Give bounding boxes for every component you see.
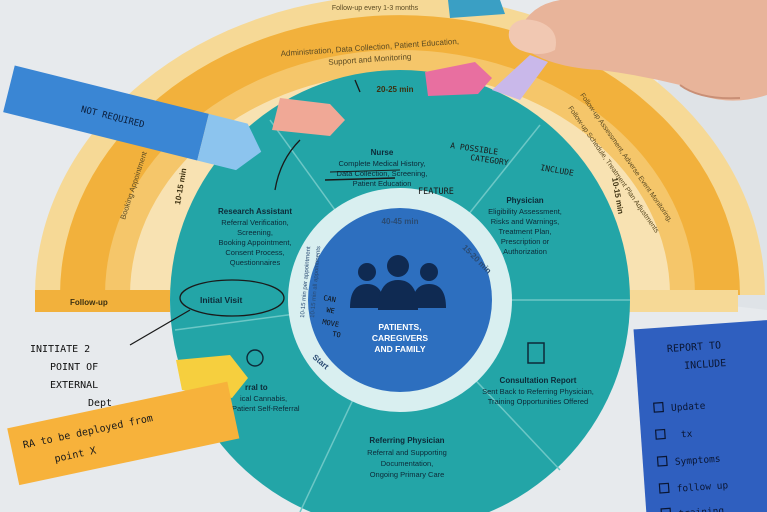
initial-visit-circle <box>179 279 285 317</box>
yellow-flag-sticky <box>176 355 248 398</box>
research-line-2: Screening, <box>237 228 273 237</box>
center-note-3: MOVE <box>322 318 340 329</box>
segment-nurse: Nurse Complete Medical History, Data Col… <box>337 148 428 188</box>
checkbox-3 <box>656 455 668 467</box>
pink-flag-sticky <box>425 62 492 96</box>
hand-skin <box>519 0 767 101</box>
blue-note-title-2: INCLUDE <box>684 358 727 372</box>
checkbox-5 <box>660 507 672 512</box>
referral-line-2: Patient Self-Referral <box>232 404 300 413</box>
checkbox-4 <box>658 482 670 494</box>
blue-note-item-5: training <box>678 506 724 512</box>
initial-visit-label: Initial Visit <box>200 295 243 305</box>
blue-note-item-1: Update <box>671 401 706 414</box>
follow-up-label: Follow-up <box>70 298 108 307</box>
consultation-title: Consultation Report <box>500 376 577 385</box>
document-icon <box>527 342 545 364</box>
segment-referral: rral to ical Cannabis, Patient Self-Refe… <box>232 349 300 413</box>
finger-crease <box>679 84 741 100</box>
physician-line-2: Risks and Warnings, <box>491 217 560 226</box>
hand-photo <box>508 0 767 101</box>
strike-patient-education <box>324 177 396 181</box>
people-icon <box>350 255 446 310</box>
referral-line-1: ical Cannabis, <box>240 394 287 403</box>
referring-line-1: Referral and Supporting <box>367 448 447 457</box>
strike-data-collection <box>329 169 401 173</box>
center-line-3: AND FAMILY <box>374 344 425 354</box>
segment-consultation: Consultation Report Sent Back to Referri… <box>482 342 594 406</box>
blue-note-item-2: tx <box>681 429 693 441</box>
hand-arrow-nurse <box>274 139 301 191</box>
blue-flag-body <box>3 65 209 161</box>
segment-physician: Physician Eligibility Assessment, Risks … <box>488 196 562 256</box>
blue-note-body <box>633 319 767 512</box>
salmon-flag-sticky <box>272 98 345 136</box>
center-note-2: WE <box>326 306 336 315</box>
left-note-line-3: EXTERNAL <box>50 380 98 391</box>
research-line-4: Consent Process, <box>225 248 284 257</box>
nurse-line-2: Data Collection, Screening, <box>337 169 428 178</box>
lavender-flag-sticky <box>492 55 548 100</box>
hand-arrow-left <box>129 309 191 346</box>
center-note-4: TO <box>332 330 342 339</box>
research-line-5: Questionnaires <box>230 258 281 267</box>
center-line-2: CAREGIVERS <box>372 333 429 343</box>
feature-note: FEATURE <box>418 187 454 197</box>
segment-research-assistant: Research Assistant Referral Verification… <box>218 207 292 267</box>
physician-line-1: Eligibility Assessment, <box>488 207 562 216</box>
blue-note-item-3: Symptoms <box>675 454 721 468</box>
follow-up-every-text: Follow-up every 1-3 months <box>332 5 419 12</box>
referral-title: rral to <box>245 383 268 392</box>
segment-referring: Referring Physician Referral and Support… <box>367 436 447 479</box>
teal-flag-sticky <box>448 0 505 18</box>
consultation-line-1: Sent Back to Referring Physician, <box>482 387 594 396</box>
orange-note-body <box>7 381 240 486</box>
time-inner-top: 40-45 min <box>382 217 419 226</box>
consultation-line-2: Training Opportunities Offered <box>488 397 588 406</box>
blue-flag-tip <box>197 113 262 171</box>
left-note-line-2: POINT OF <box>50 362 98 373</box>
referring-title: Referring Physician <box>369 436 444 445</box>
follow-up-band-right <box>628 290 738 312</box>
left-note-line-1: INITIATE 2 <box>30 344 90 355</box>
referring-line-2: Documentation, <box>381 459 434 468</box>
center-note-1: CAN <box>323 294 337 304</box>
nurse-line-1: Complete Medical History, <box>339 159 426 168</box>
blue-note-item-4: follow up <box>676 480 728 495</box>
physician-title: Physician <box>506 196 543 205</box>
research-line-3: Booking Appointment, <box>219 238 292 247</box>
doctor-icon <box>246 349 264 367</box>
follow-up-band <box>35 290 170 312</box>
nurse-title: Nurse <box>371 148 394 157</box>
time-ring-top: 20-25 min <box>377 85 414 94</box>
research-title: Research Assistant <box>218 207 292 216</box>
checkbox-1 <box>653 401 664 413</box>
thumb <box>508 19 556 54</box>
blue-sticky-note: REPORT TO INCLUDE Update tx Symptoms fol… <box>633 319 767 512</box>
blue-flag-sticky: NOT REQUIRED <box>3 65 262 171</box>
research-line-1: Referral Verification, <box>221 218 289 227</box>
physician-line-5: Authorization <box>503 247 547 256</box>
checkbox-2 <box>654 428 666 440</box>
physician-line-4: Prescription or <box>501 237 550 246</box>
nurse-line-3: Patient Education <box>353 179 412 188</box>
center-line-1: PATIENTS, <box>378 322 421 332</box>
blue-note-title-1: REPORT TO <box>667 340 722 355</box>
physician-line-3: Treatment Plan, <box>498 227 551 236</box>
left-note-line-4: Dept <box>88 398 112 409</box>
referring-line-3: Ongoing Primary Care <box>370 470 445 479</box>
hand-tick <box>354 79 361 93</box>
